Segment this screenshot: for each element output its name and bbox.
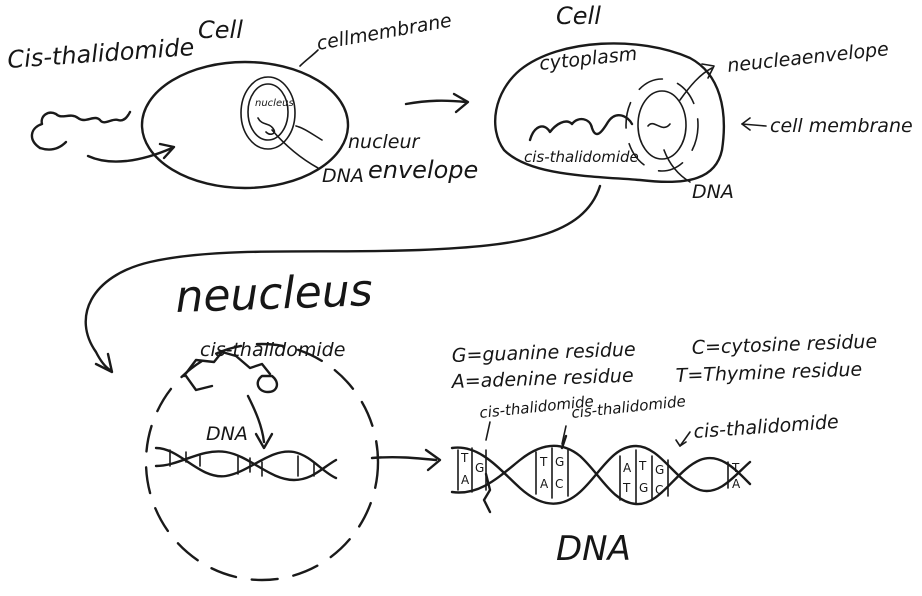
base-b14: T (731, 461, 740, 475)
cell-outline (142, 62, 348, 188)
base-b7: C (555, 477, 563, 491)
dna-drug-pointer-3 (680, 432, 690, 446)
cis-thalidomide-label: Cis-thalidomide (6, 33, 195, 74)
base-b5: A (540, 477, 549, 491)
dna-drug-label-3: cis-thalidomide (693, 411, 840, 443)
base-b11: G (639, 481, 648, 495)
nucleus (248, 84, 288, 140)
cytoplasm-nucleus (638, 91, 686, 159)
nucleus-helix-strand-2 (156, 451, 336, 480)
nucleus-label: nucleus (255, 98, 294, 109)
panel-dna: G=guanine residue C=cytosine residue A=a… (449, 331, 877, 569)
panel-cell: Cis-thalidomide Cell cellmembrane nucleu… (6, 10, 478, 188)
panel-nucleus: neucleus cis-thalidomide DNA (146, 265, 378, 580)
legend-cytosine: C=cytosine residue (691, 331, 877, 359)
nuclear-envelope-ring (241, 77, 295, 149)
nucleus-dna-label: DNA (206, 423, 248, 445)
panel-cytoplasm: Cell cytoplasm cis-thalidomide neucleaen… (495, 2, 913, 203)
arrow-nucleus-to-dna (372, 457, 436, 460)
dna-title: DNA (556, 529, 631, 569)
envelope-label-2: envelope (368, 156, 478, 184)
base-b4: T (539, 455, 548, 469)
base-b15: A (732, 477, 741, 491)
cytoplasm-molecule (530, 115, 632, 140)
base-b2: A (461, 473, 470, 487)
base-b12: G (655, 463, 664, 477)
cell-dna-label: DNA (322, 165, 364, 187)
nucleus-title: neucleus (175, 265, 374, 323)
base-b9: T (622, 481, 631, 495)
dna-drug-pointer-1 (486, 422, 490, 440)
nucleus-molecule-ring (186, 376, 212, 390)
nucleus-helix-strand-1 (156, 448, 336, 478)
base-b8: A (623, 461, 632, 475)
base-b13: C (655, 483, 663, 497)
nucleus-drug-label: cis-thalidomide (200, 339, 345, 361)
base-b3: G (475, 461, 484, 475)
nucleus-molecule-pentagon (258, 376, 277, 392)
cytoplasm-dna-squiggle (648, 124, 670, 128)
arrowhead-cell-to-cytoplasm (454, 94, 468, 112)
cytoplasm-cell-title: Cell (556, 2, 601, 30)
cytoplasm-membrane-label: cell membrane (770, 115, 913, 137)
cytoplasm-dna-label: DNA (692, 181, 734, 203)
legend-guanine: G=guanine residue (451, 339, 636, 367)
arrow-cell-to-cytoplasm (406, 101, 466, 104)
base-b10: T (638, 459, 647, 473)
envelope-pointer (296, 126, 322, 140)
cytoplasm-drug-label: cis-thalidomide (524, 148, 639, 166)
base-b6: G (555, 455, 564, 469)
molecule-squiggle (32, 112, 130, 148)
dna-drug-mark-1 (484, 474, 490, 512)
cytoplasm-envelope-label: neucleaenvelope (726, 38, 890, 77)
legend-thymine: T=Thymine residue (675, 359, 862, 387)
cytoplasm-label: cytoplasm (538, 43, 638, 75)
cell-membrane-label: cellmembrane (315, 10, 453, 55)
base-b1: T (460, 451, 469, 465)
membrane-pointer (300, 50, 318, 66)
cell-title: Cell (198, 16, 243, 44)
molecule-tail (40, 142, 66, 150)
dna-squiggle (258, 118, 274, 134)
dna-helix-strand-2 (452, 446, 750, 504)
legend-adenine: A=adenine residue (449, 365, 634, 393)
envelope-label-1: nucleur (348, 131, 421, 153)
dna-helix-strand-1 (452, 446, 750, 504)
